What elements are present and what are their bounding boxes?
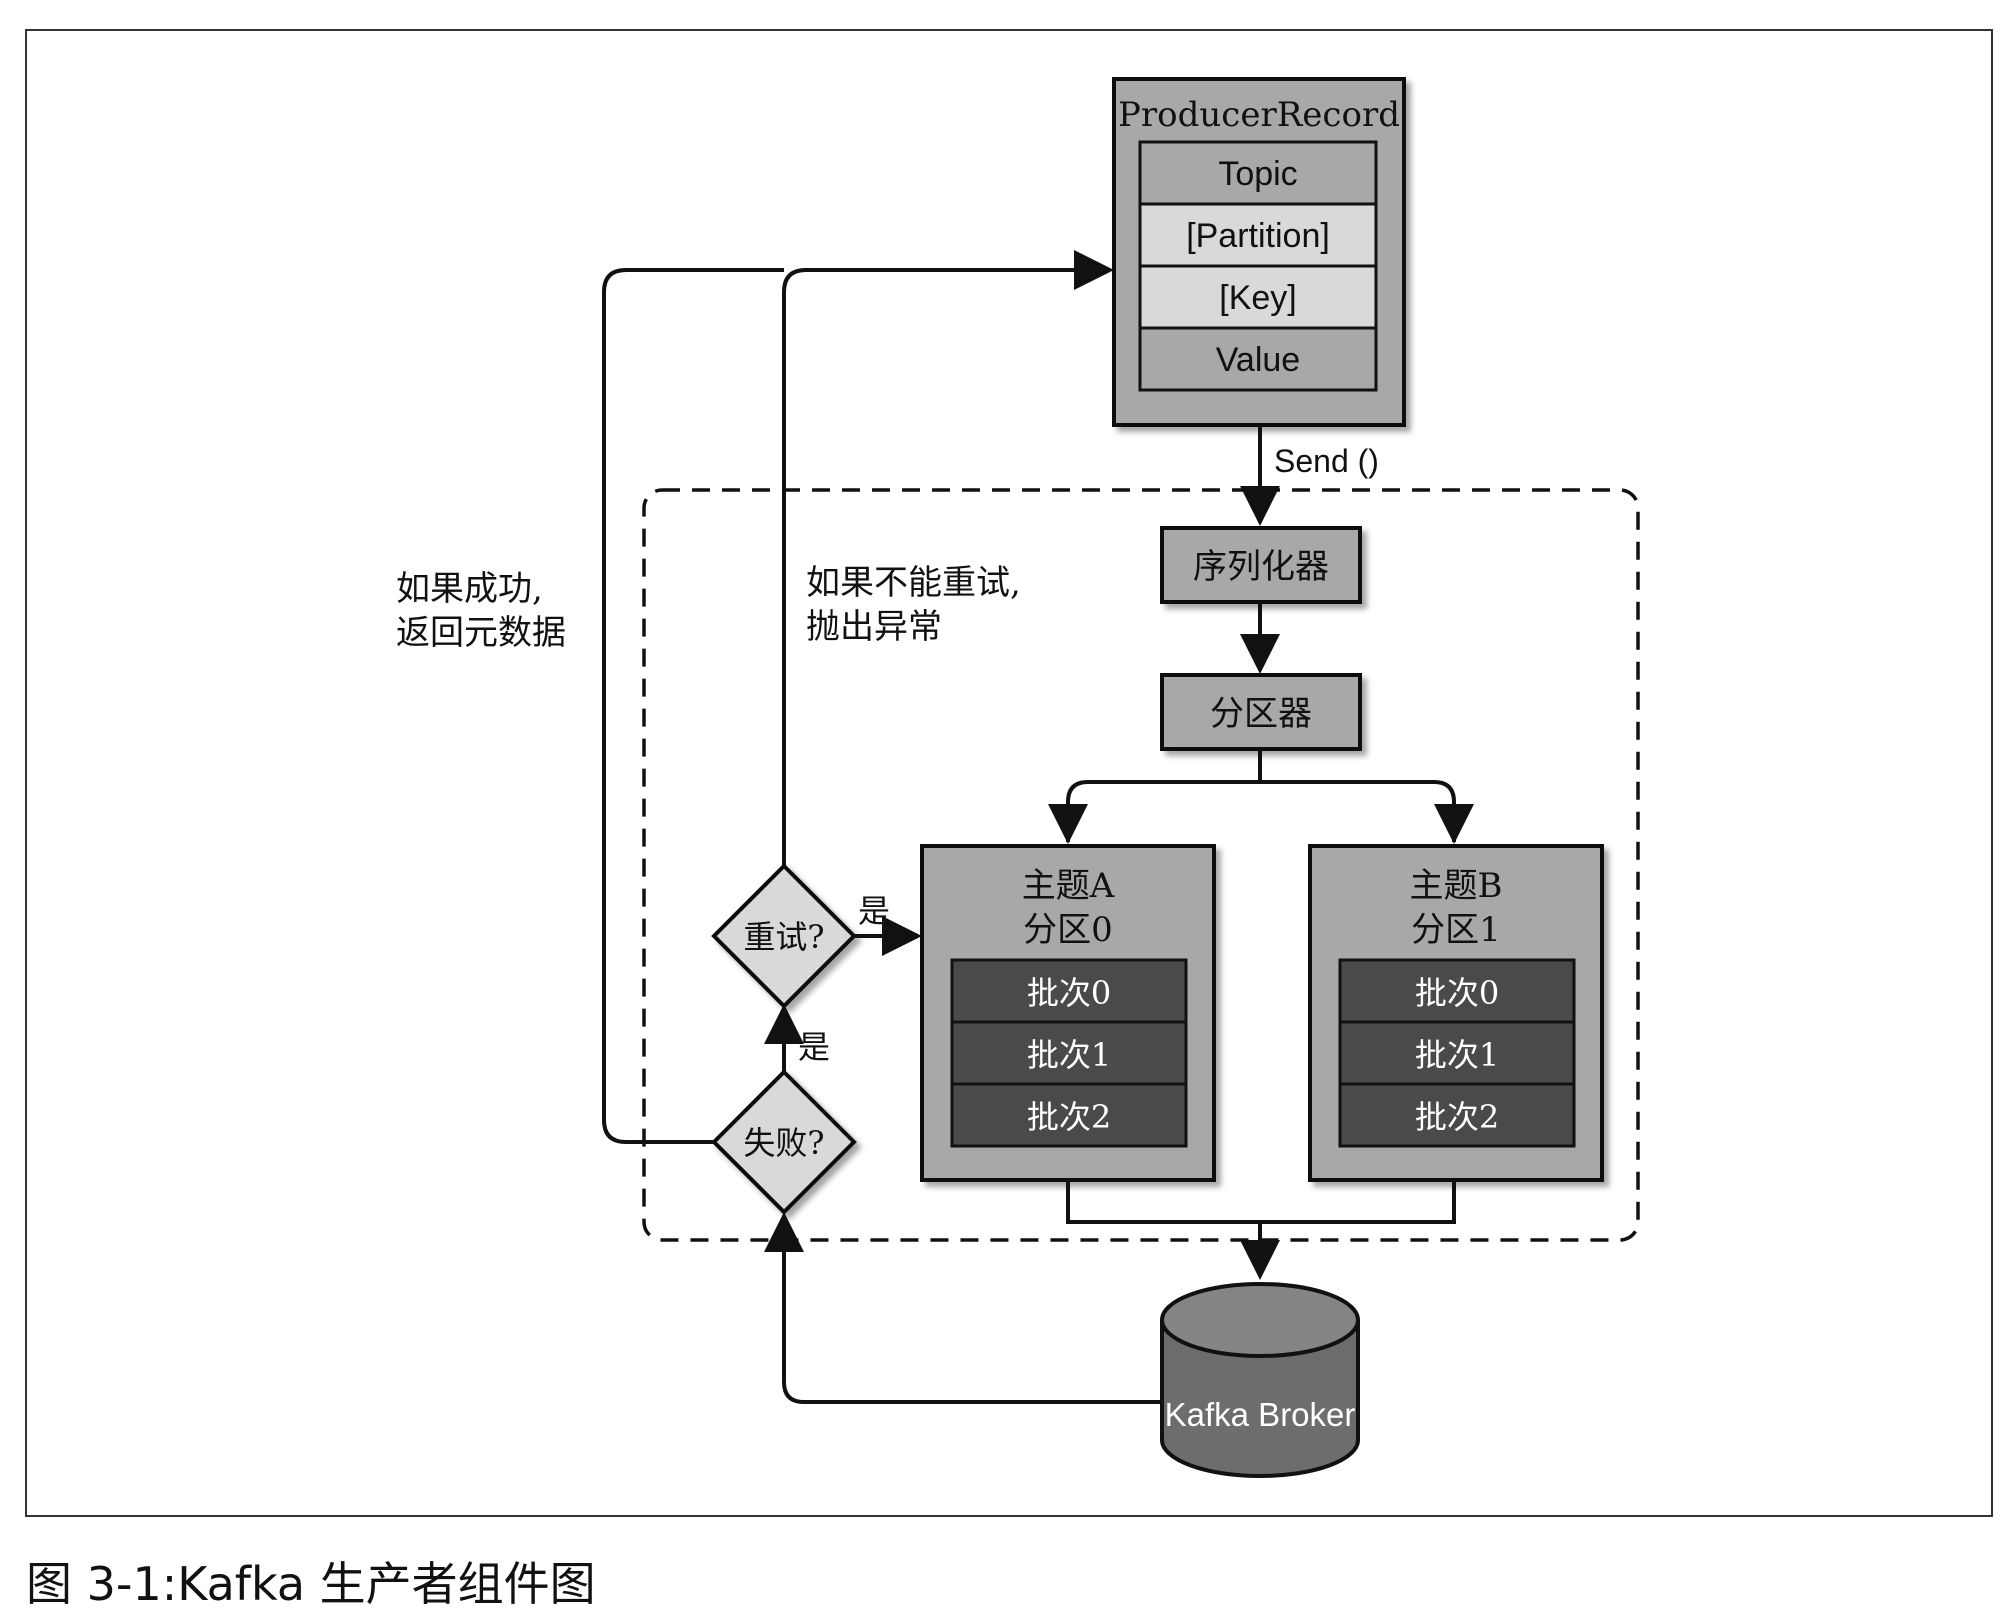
partitioner-box: 分区器	[1160, 673, 1362, 751]
topic-b-partition-1: 主题B 分区1 批次0 批次1 批次2	[1308, 844, 1604, 1182]
topic-b-partition: 分区1	[1411, 910, 1501, 950]
producer-boundary	[642, 488, 1640, 1242]
field-value	[1138, 326, 1378, 392]
send-label: Send ()	[1274, 443, 1379, 479]
topic-a-batch-1-label: 批次1	[1027, 1036, 1111, 1074]
field-key-label: [Key]	[1219, 279, 1296, 317]
fail-decision-label: 失败?	[743, 1124, 824, 1162]
topic-b-batch-2	[1338, 1082, 1576, 1148]
fail-decision: 失败?	[711, 1069, 857, 1215]
topic-b-batch-1	[1338, 1020, 1576, 1086]
retry-yes-label: 是	[858, 892, 890, 930]
success-label-line2: 返回元数据	[396, 613, 566, 653]
topic-b-batch-0	[1338, 958, 1576, 1024]
field-partition-label: [Partition]	[1186, 217, 1330, 255]
retry-decision-label: 重试?	[743, 918, 824, 956]
topic-a-batch-2	[950, 1082, 1188, 1148]
success-return-connector	[602, 268, 784, 1144]
retry-decision: 重试?	[711, 863, 857, 1009]
topic-b-batch-1-label: 批次1	[1415, 1036, 1499, 1074]
broker-label: Kafka Broker	[1165, 1396, 1356, 1433]
partitioner-label: 分区器	[1210, 694, 1312, 734]
producer-record: ProducerRecord Topic [Partition] [Key] V…	[1112, 77, 1406, 427]
figure-frame	[25, 29, 1993, 1517]
no-retry-label-line2: 抛出异常	[806, 607, 942, 647]
serializer-label: 序列化器	[1193, 547, 1329, 587]
field-key	[1138, 264, 1378, 330]
serializer-box: 序列化器	[1160, 526, 1362, 604]
producer-record-title: ProducerRecord	[1118, 95, 1400, 135]
topic-a-batch-1	[950, 1020, 1188, 1086]
retry-to-record-connector	[782, 268, 1106, 866]
kafka-broker-cylinder: Kafka Broker	[1160, 1282, 1360, 1478]
figure-caption: 图 3-1:Kafka 生产者组件图	[26, 1557, 596, 1611]
topic-a-partition-0: 主题A 分区0 批次0 批次1 批次2	[920, 844, 1216, 1182]
field-topic	[1138, 140, 1378, 206]
topic-a-batch-0-label: 批次0	[1027, 974, 1111, 1012]
broker-to-fail-connector	[782, 1226, 1162, 1404]
no-retry-label-line1: 如果不能重试,	[806, 563, 1021, 603]
field-value-label: Value	[1216, 341, 1300, 379]
topic-b-batch-2-label: 批次2	[1415, 1098, 1499, 1136]
topic-a-partition: 分区0	[1023, 910, 1113, 950]
topic-b-title: 主题B	[1410, 866, 1503, 906]
partitioner-split-connector	[1066, 749, 1456, 842]
topic-a-batch-2-label: 批次2	[1027, 1098, 1111, 1136]
fail-yes-label: 是	[798, 1028, 830, 1066]
topic-a-batch-0	[950, 958, 1188, 1024]
success-label-line1: 如果成功,	[396, 569, 543, 609]
field-topic-label: Topic	[1218, 155, 1297, 193]
topic-a-title: 主题A	[1022, 866, 1115, 906]
topic-b-batch-0-label: 批次0	[1415, 974, 1499, 1012]
